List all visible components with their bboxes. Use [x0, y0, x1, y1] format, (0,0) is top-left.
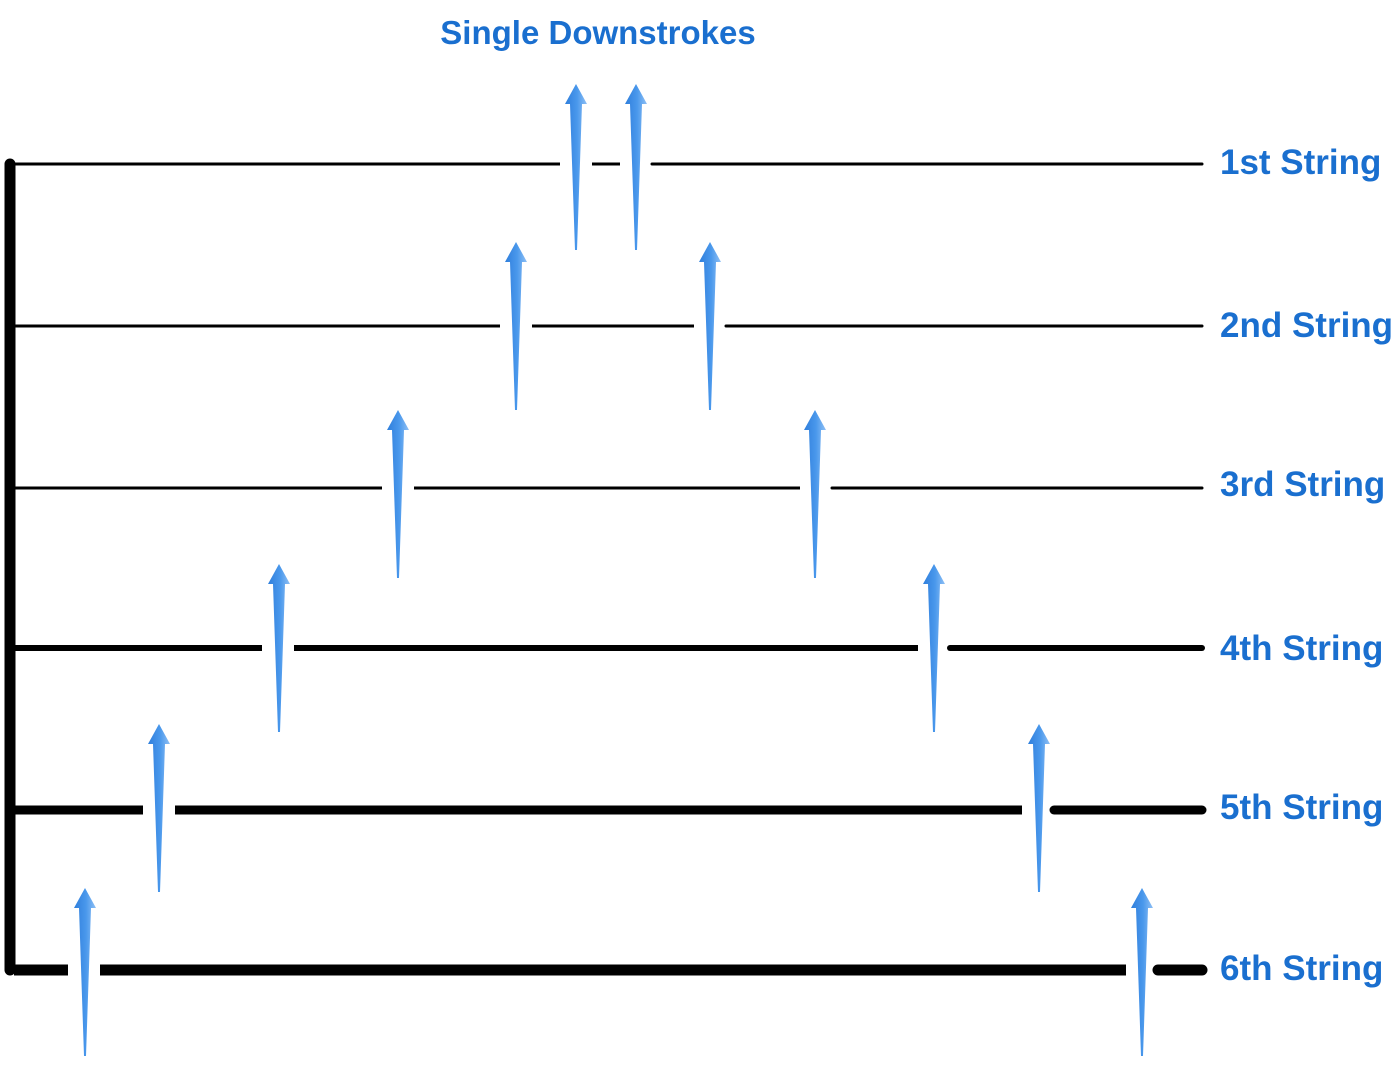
downstroke-arrows	[74, 84, 1153, 1056]
string-lines	[14, 162, 1208, 976]
downstroke-arrow-icon	[505, 242, 527, 410]
string-label-2: 2nd String	[1220, 306, 1393, 345]
downstroke-arrow-icon	[74, 888, 96, 1056]
downstroke-arrow-icon	[268, 564, 290, 732]
downstroke-arrow-icon	[148, 724, 170, 892]
downstroke-arrow-icon	[387, 410, 409, 578]
downstroke-arrow-icon	[625, 84, 647, 250]
string-label-3: 3rd String	[1220, 465, 1385, 504]
downstroke-arrow-icon	[1028, 724, 1050, 892]
string-label-1: 1st String	[1220, 143, 1381, 182]
downstroke-arrow-icon	[699, 242, 721, 410]
downstroke-arrow-icon	[1131, 888, 1153, 1056]
string-label-5: 5th String	[1220, 788, 1383, 827]
downstroke-arrow-icon	[565, 84, 587, 250]
string-label-6: 6th String	[1220, 949, 1383, 988]
downstroke-arrow-icon	[923, 564, 945, 732]
string-label-4: 4th String	[1220, 629, 1383, 668]
diagram-title: Single Downstrokes	[440, 14, 755, 51]
downstroke-arrow-icon	[804, 410, 826, 578]
